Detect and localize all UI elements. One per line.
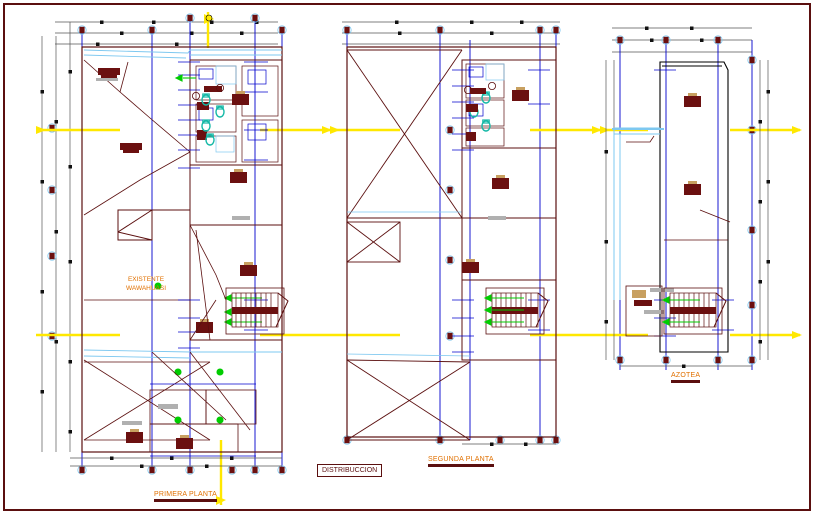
plan-label-segunda-underline (428, 464, 494, 467)
plan-label-segunda-planta: SEGUNDA PLANTA (428, 456, 494, 467)
plan-label-azotea-text: AZOTEA (671, 372, 701, 379)
plan-label-segunda-text: SEGUNDA PLANTA (428, 456, 494, 463)
plan-label-azotea-underline (671, 380, 701, 383)
zone-label-line2: WAWAHUASI (125, 285, 167, 292)
plan-label-primera-underline (154, 499, 217, 502)
plan-label-primera-planta: PRIMERA PLANTA (154, 491, 217, 502)
zone-label-line1: EXISTENTE (127, 276, 165, 283)
zone-label-existente-wawahuasi: EXISTENTE WAWAHUASI (106, 275, 186, 293)
plan-segunda-planta (330, 20, 602, 446)
tag-distribuccion[interactable]: DISTRIBUCCION (317, 464, 383, 477)
plan-label-primera-text: PRIMERA PLANTA (154, 491, 217, 498)
plan-azotea (600, 26, 802, 370)
plan-label-azotea: AZOTEA (671, 372, 701, 383)
plan-primera-planta (36, 12, 332, 505)
